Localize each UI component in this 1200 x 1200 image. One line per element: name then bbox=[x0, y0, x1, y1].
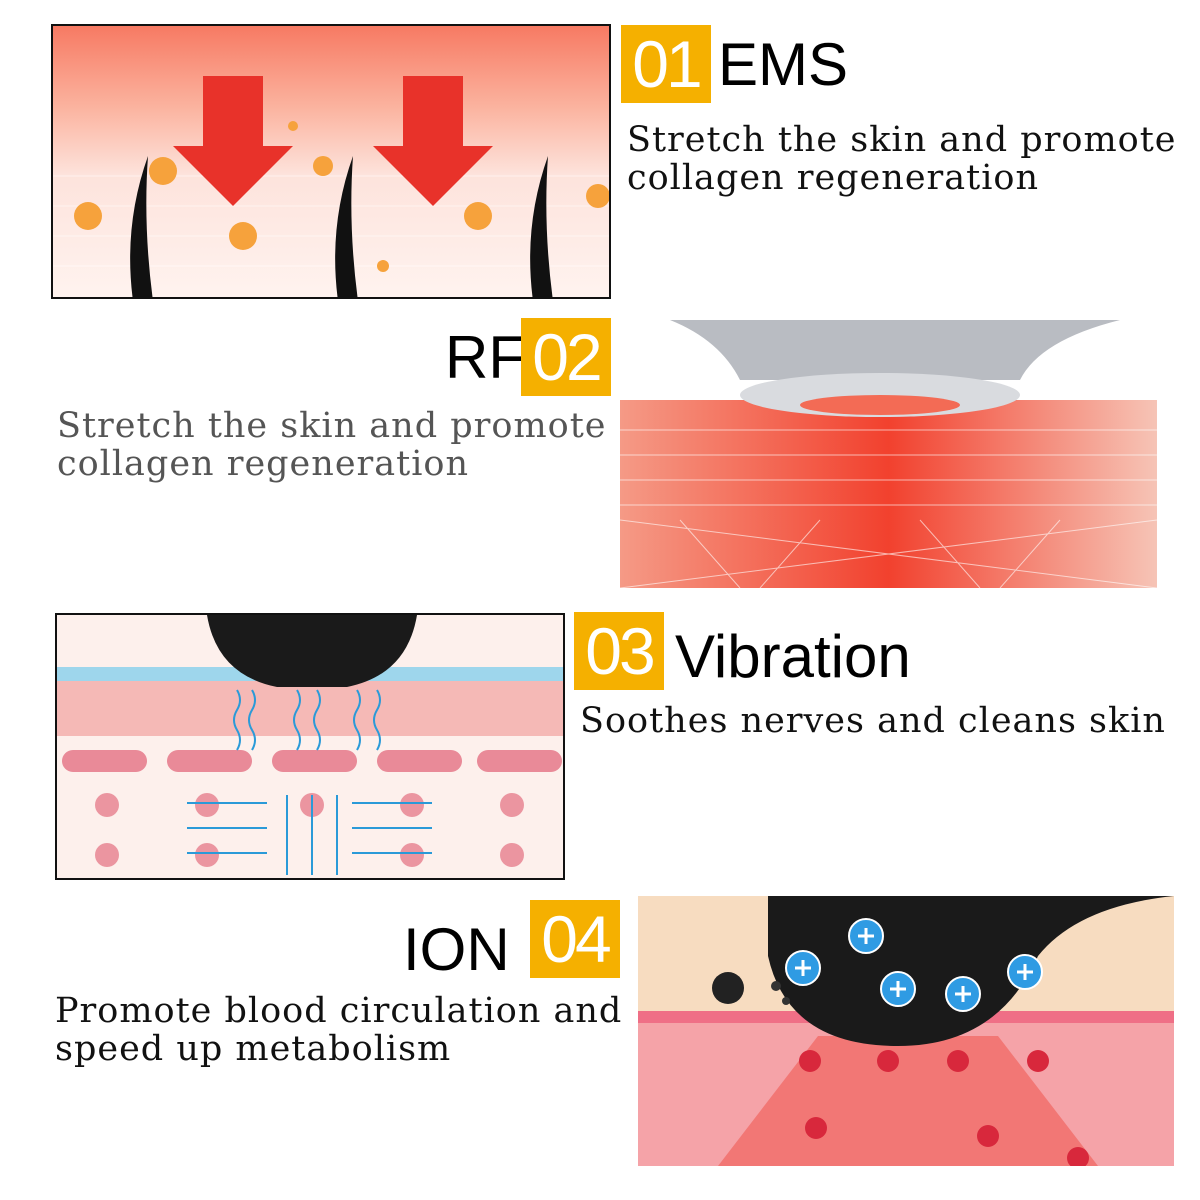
section-title: Vibration bbox=[675, 623, 911, 690]
ems-skin-diagram bbox=[53, 76, 609, 297]
section-description: Stretch the skin and promote collagen re… bbox=[627, 121, 1176, 197]
description-line: Soothes nerves and cleans skin bbox=[580, 701, 1166, 741]
section-number-badge: 03 bbox=[574, 612, 664, 690]
vibration-illustration bbox=[55, 613, 565, 880]
negative-ion-icon bbox=[799, 1050, 1089, 1166]
rf-skin-diagram bbox=[620, 320, 1157, 588]
down-arrow-icon bbox=[373, 76, 493, 206]
description-line: speed up metabolism bbox=[55, 1029, 452, 1069]
rf-illustration bbox=[620, 320, 1157, 588]
section-title: ION bbox=[403, 916, 510, 983]
section-number-badge: 01 bbox=[621, 25, 711, 103]
down-arrow-icon bbox=[173, 76, 293, 206]
ion-skin-diagram bbox=[638, 896, 1174, 1166]
section-description: Promote blood circulation and speed up m… bbox=[55, 992, 622, 1068]
description-line: collagen regeneration bbox=[627, 158, 1039, 198]
description-line: collagen regeneration bbox=[57, 444, 469, 484]
section-description: Soothes nerves and cleans skin bbox=[580, 702, 1166, 740]
vibration-skin-diagram bbox=[57, 615, 563, 875]
section-number-badge: 02 bbox=[521, 318, 611, 396]
description-line: Stretch the skin and promote bbox=[627, 120, 1177, 160]
device-head bbox=[207, 615, 417, 687]
description-line: Promote blood circulation and bbox=[55, 991, 623, 1031]
device-head bbox=[670, 320, 1120, 380]
section-title: RF bbox=[445, 324, 525, 391]
section-title: EMS bbox=[718, 31, 849, 98]
description-line: Stretch the skin and promote bbox=[57, 406, 607, 446]
ems-illustration bbox=[51, 24, 611, 299]
section-number-badge: 04 bbox=[530, 900, 620, 978]
ion-illustration bbox=[638, 896, 1174, 1166]
section-description: Stretch the skin and promote collagen re… bbox=[57, 407, 606, 483]
